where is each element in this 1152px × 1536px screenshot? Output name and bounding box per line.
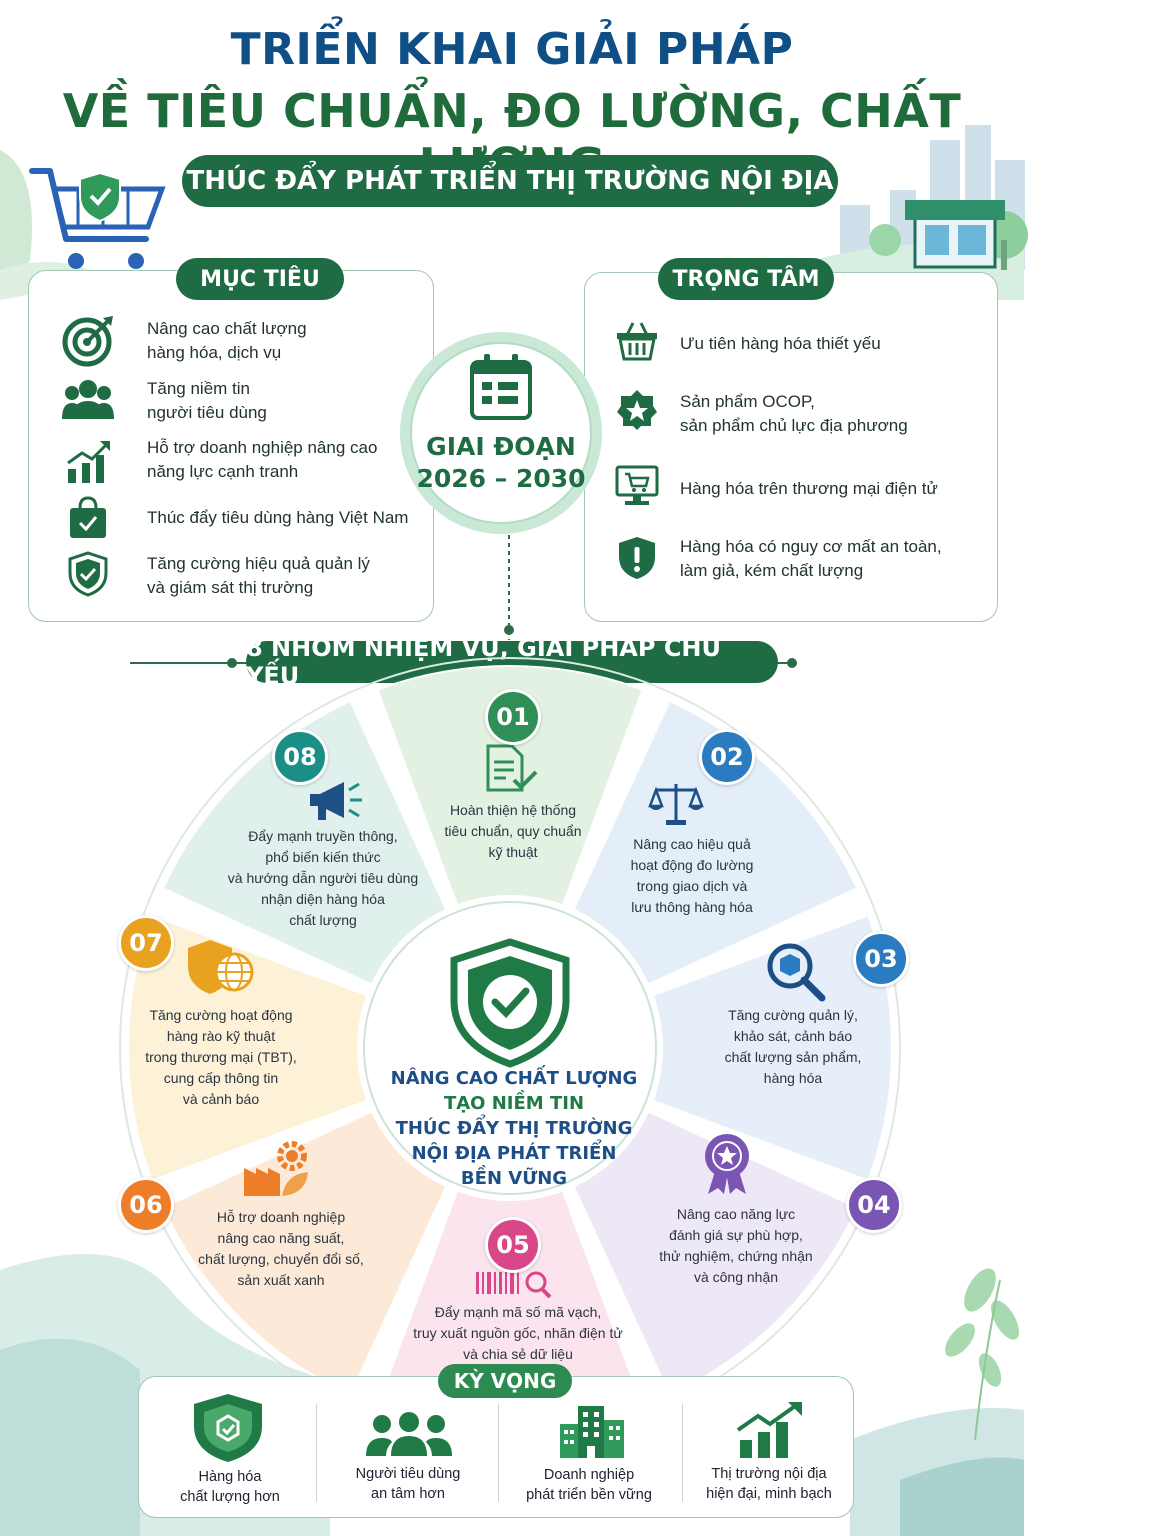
center-line-2: TẠO NIỀM TIN xyxy=(443,1093,585,1114)
page-title-line1: TRIỂN KHAI GIẢI PHÁP xyxy=(230,24,794,75)
task-segment-03 xyxy=(651,914,893,1182)
shopping-cart-icon xyxy=(29,168,166,269)
target-icon xyxy=(60,313,116,369)
shield-globe-icon xyxy=(188,940,254,994)
header-line-left xyxy=(130,662,250,664)
trend-up-icon xyxy=(736,1402,802,1458)
goal-item-4: Thúc đẩy tiêu dùng hàng Việt Nam xyxy=(147,508,409,527)
center-line-5: BỀN VỮNG xyxy=(460,1168,568,1189)
task-08-text: Đẩy mạnh truyền thông,phổ biến kiến thức… xyxy=(227,828,419,928)
center-line-4: NỘI ĐỊA PHÁT TRIỂN xyxy=(411,1143,617,1164)
shield-check-icon xyxy=(60,550,116,598)
center-shield-icon xyxy=(450,938,570,1068)
period-label: GIAI ĐOẠN xyxy=(426,432,576,461)
focus-item-2: Sản phẩm OCOP,sản phẩm chủ lực địa phươn… xyxy=(680,392,908,435)
quality-shield-icon xyxy=(194,1394,262,1462)
star-badge-icon xyxy=(612,386,662,434)
subtitle-banner: THÚC ĐẨY PHÁT TRIỂN THỊ TRƯỜNG NỘI ĐỊA xyxy=(182,155,838,207)
shopping-bag-check-icon xyxy=(60,494,116,542)
store-icon xyxy=(905,200,1005,269)
focus-item-3: Hàng hóa trên thương mại điện tử xyxy=(680,479,938,498)
divider-3 xyxy=(682,1404,683,1502)
expectations-label: KỲ VỌNG xyxy=(438,1364,572,1398)
divider-2 xyxy=(498,1404,499,1502)
center-line-1: NÂNG CAO CHẤT LƯỢNG xyxy=(390,1068,638,1089)
task-number-badge-02: 02 xyxy=(699,729,755,785)
buildings-icon xyxy=(560,1406,624,1458)
expectations-card xyxy=(138,1376,854,1518)
document-check-icon xyxy=(486,744,538,792)
growth-chart-icon xyxy=(60,436,116,486)
task-number-badge-05: 05 xyxy=(485,1217,541,1273)
task-segment-06 xyxy=(161,1110,448,1397)
barcode-search-icon xyxy=(476,1271,552,1299)
users-icon xyxy=(60,374,116,424)
task-number-badge-01: 01 xyxy=(485,689,541,745)
magnifier-box-icon xyxy=(767,943,826,1002)
center-message: NÂNG CAO CHẤT LƯỢNG TẠO NIỀM TIN THÚC ĐẨ… xyxy=(380,1066,648,1191)
header-line-right xyxy=(776,662,796,664)
task-segment-08 xyxy=(161,699,448,986)
goals-label: MỤC TIÊU xyxy=(176,258,344,300)
people-group-icon xyxy=(366,1412,452,1456)
megaphone-icon xyxy=(310,782,362,820)
calendar-icon xyxy=(470,354,532,420)
header-dots xyxy=(227,658,797,668)
focus-item-1: Ưu tiên hàng hóa thiết yếu xyxy=(680,334,881,353)
task-number-badge-08: 08 xyxy=(272,729,328,785)
scales-icon xyxy=(648,784,704,825)
divider-1 xyxy=(316,1404,317,1502)
shield-alert-icon xyxy=(612,532,662,584)
period-years: 2026 – 2030 xyxy=(416,464,586,493)
task-segment-01 xyxy=(376,665,644,907)
task-number-badge-03: 03 xyxy=(853,931,909,987)
task-number-badge-07: 07 xyxy=(118,915,174,971)
task-number-badge-06: 06 xyxy=(118,1177,174,1233)
award-ribbon-icon xyxy=(705,1134,749,1194)
center-line-3: THÚC ĐẨY THỊ TRƯỜNG xyxy=(395,1118,633,1139)
focus-item-4: Hàng hóa có nguy cơ mất an toàn,làm giả,… xyxy=(680,537,942,580)
factory-gear-leaf-icon xyxy=(244,1141,308,1196)
task-number-badge-04: 04 xyxy=(846,1177,902,1233)
focus-label: TRỌNG TÂM xyxy=(658,258,834,300)
task-05-text: Đẩy mạnh mã số mã vạch,truy xuất nguồn g… xyxy=(413,1304,623,1362)
basket-icon xyxy=(612,318,662,364)
monitor-cart-icon xyxy=(612,462,662,510)
